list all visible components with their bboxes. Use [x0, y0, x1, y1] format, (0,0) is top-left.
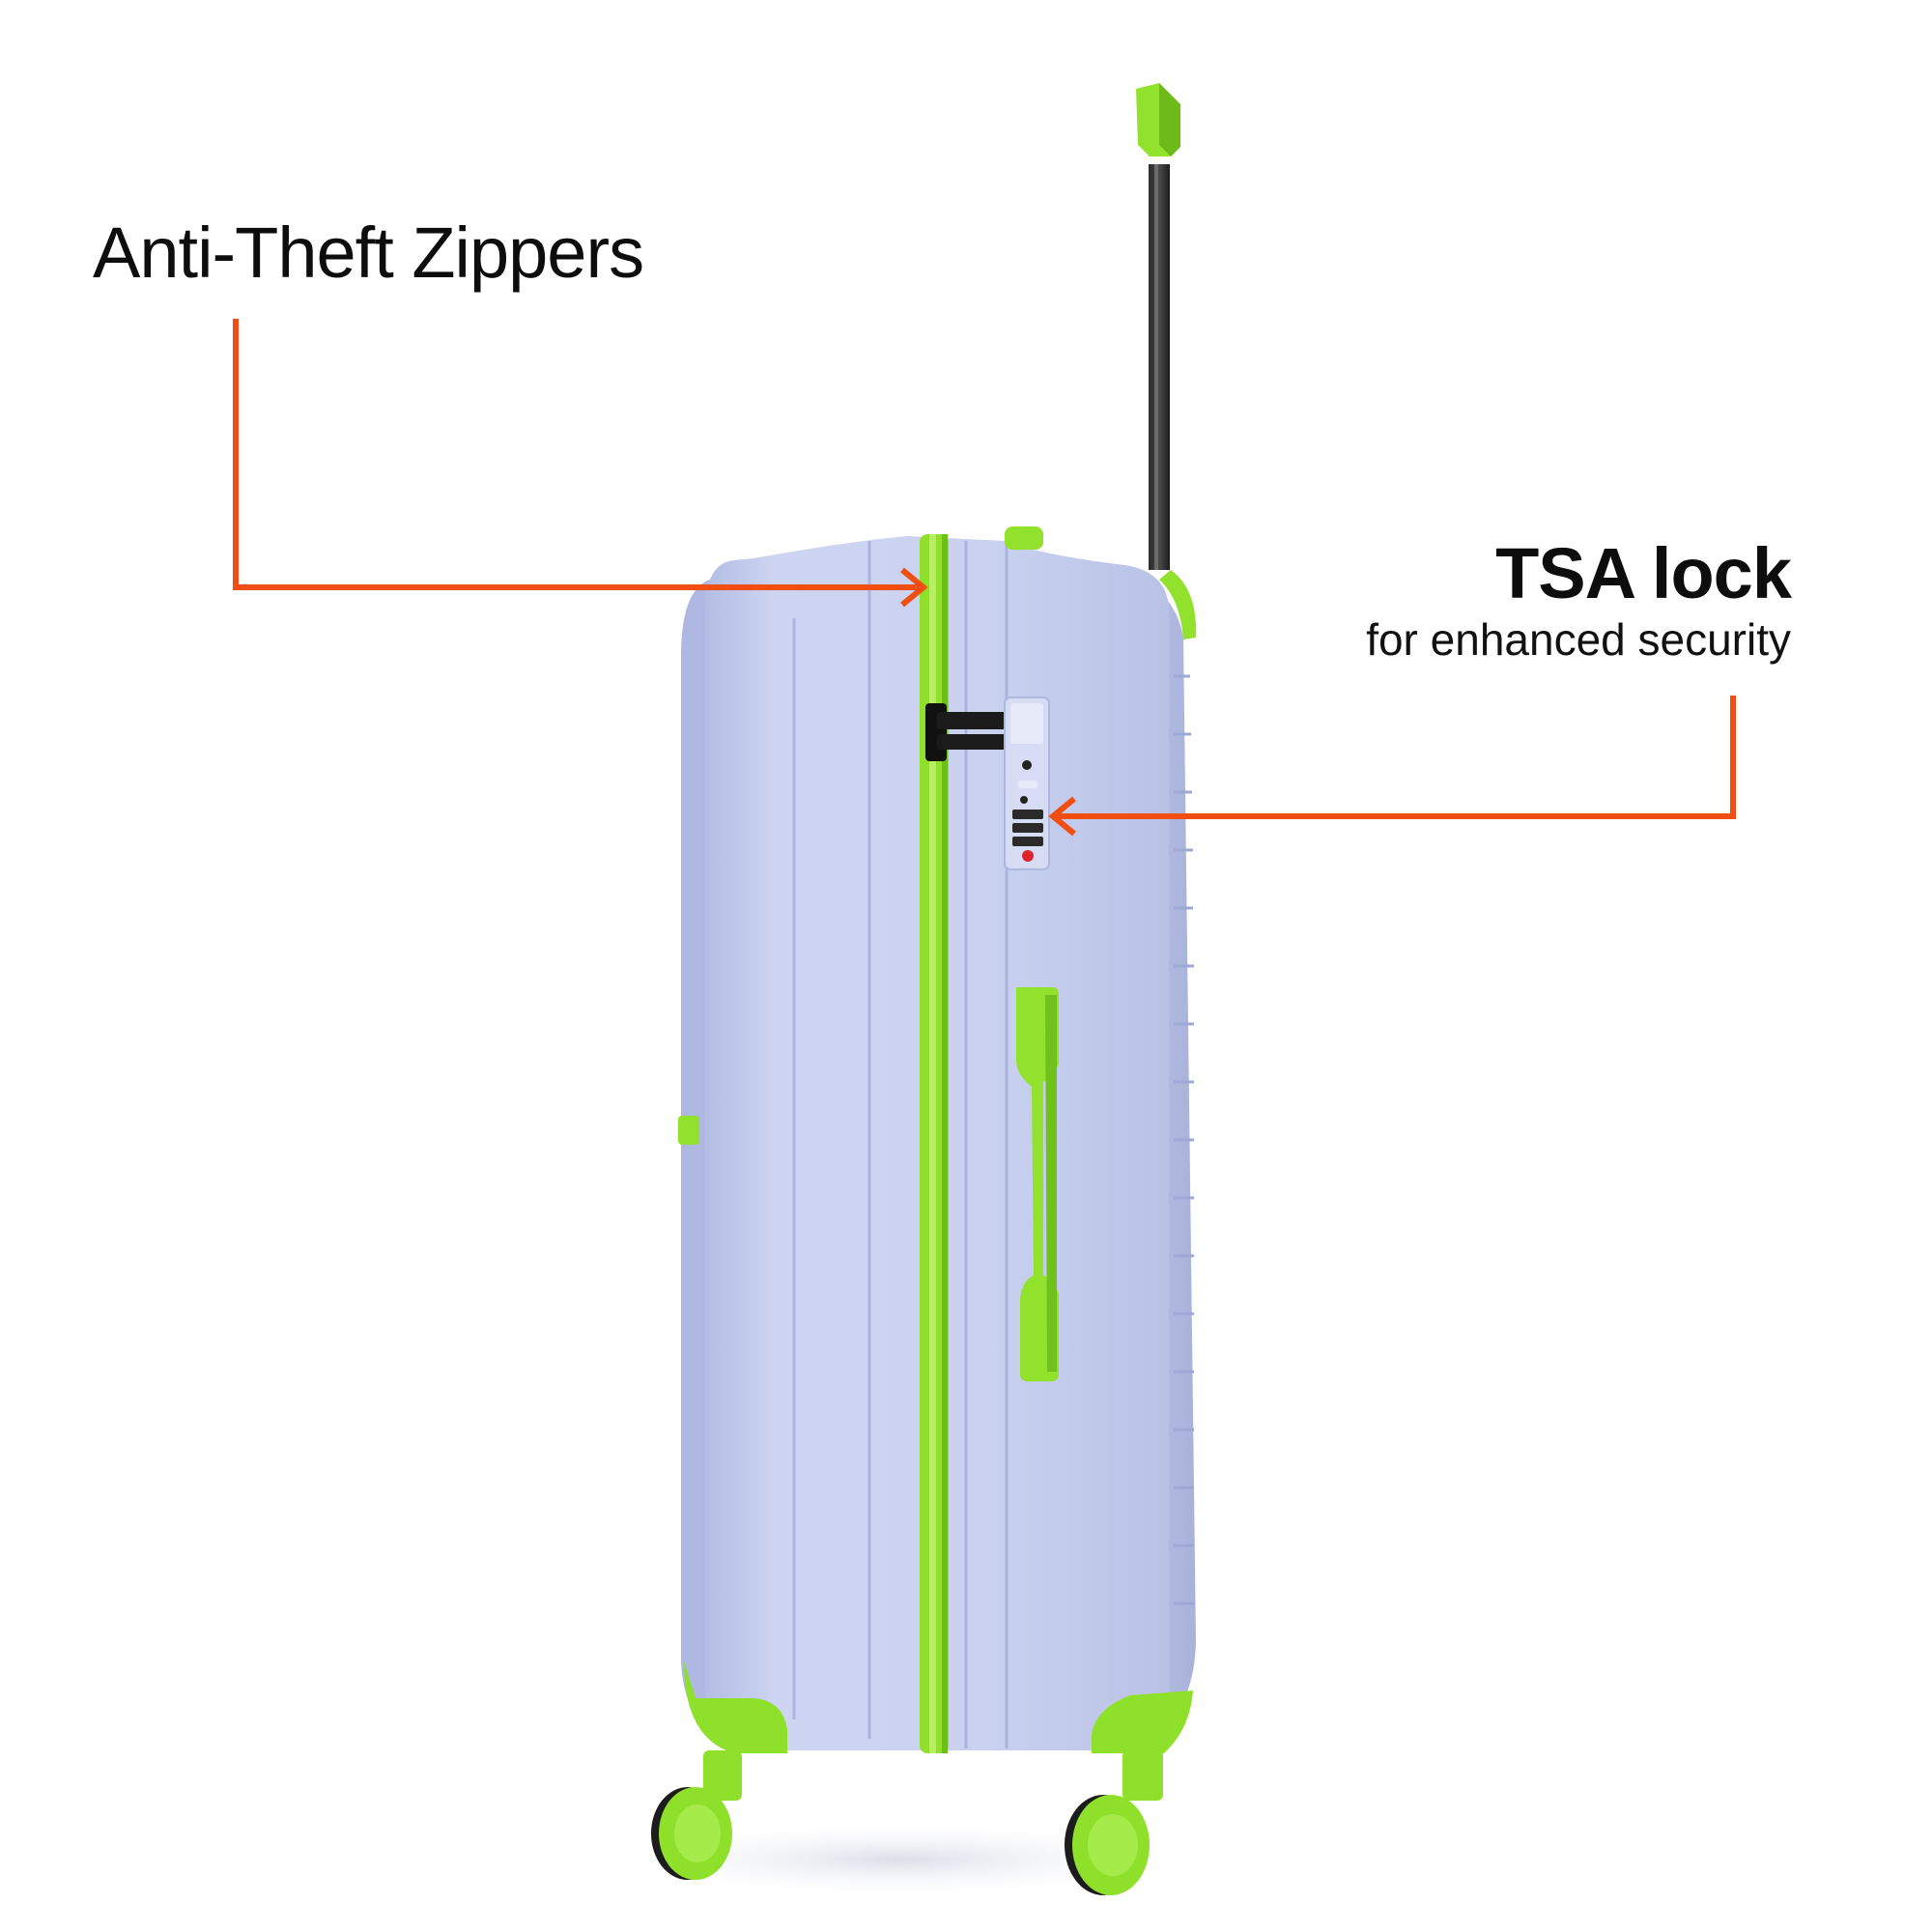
tsa-lock — [1004, 696, 1050, 870]
lock-dials — [1012, 810, 1043, 846]
shell-ribs — [1174, 674, 1194, 1605]
corner-guard-right — [1092, 1690, 1193, 1753]
tsa-callout-subtitle: for enhanced security — [1366, 614, 1791, 665]
top-handle-nub — [1005, 526, 1043, 550]
tsa-callout-title: TSA lock — [1495, 533, 1792, 613]
handle-grip-shade — [1159, 83, 1180, 156]
lock-keyhole-icon — [1022, 760, 1032, 770]
side-accent — [678, 1116, 699, 1145]
tsa-arrowhead-icon — [1048, 796, 1076, 837]
handle-pole — [1149, 164, 1170, 570]
zipper-track-shade — [942, 534, 948, 1753]
zippers-callout-title: Anti-Theft Zippers — [93, 213, 644, 293]
wheel-left — [651, 1787, 732, 1880]
wheel-housings — [703, 1750, 1163, 1801]
handle-pole-highlight — [1154, 164, 1158, 570]
wheel-right — [1065, 1795, 1150, 1895]
zippers-callout-line — [233, 319, 928, 608]
telescopic-handle — [1136, 83, 1180, 570]
side-handle — [1016, 987, 1059, 1381]
zippers-arrowhead-icon — [900, 567, 928, 608]
corner-guard-left — [684, 1662, 787, 1753]
floor-shadow — [580, 1821, 1217, 1898]
zipper — [920, 534, 949, 1753]
zipper-track-highlight — [929, 534, 936, 1753]
tsa-callout-line — [1048, 696, 1736, 837]
tsa-badge-icon — [1022, 850, 1034, 862]
